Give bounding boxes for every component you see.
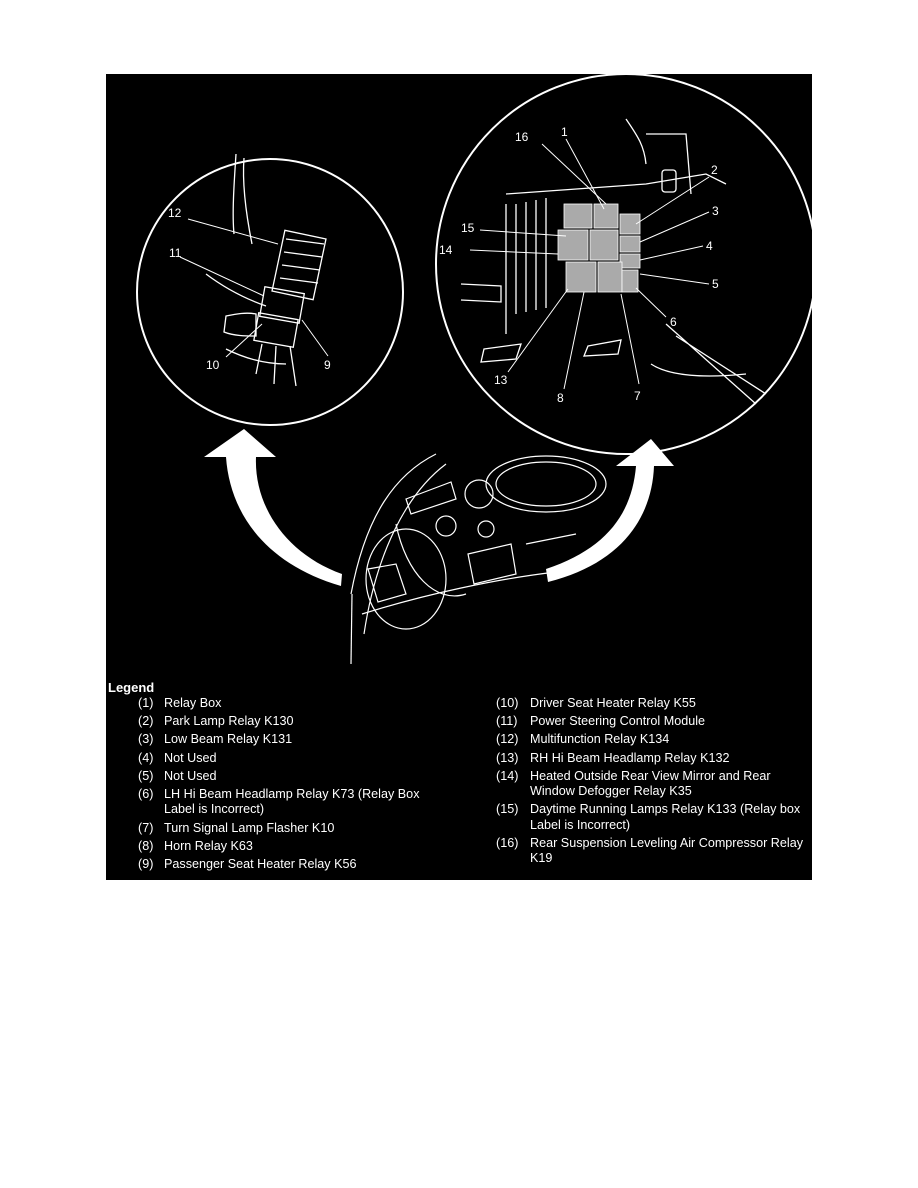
callout-15: 15 bbox=[461, 221, 475, 235]
callout-5: 5 bbox=[712, 277, 719, 291]
left-detail-view: 12 11 10 9 bbox=[136, 153, 404, 426]
callout-2: 2 bbox=[711, 163, 718, 177]
relay-location-figure: 12 11 10 9 bbox=[106, 74, 812, 880]
legend-item: (2) Park Lamp Relay K130 bbox=[138, 714, 438, 729]
legend: Legend (1) Relay Box (2) Park Lamp Relay K… bbox=[106, 680, 812, 880]
legend-item-text: RH Hi Beam Headlamp Relay K132 bbox=[530, 750, 730, 765]
legend-item: (12) Multifunction Relay K134 bbox=[496, 732, 808, 747]
legend-item-number: (10) bbox=[496, 696, 519, 710]
legend-item: (14) Heated Outside Rear View Mirror and … bbox=[496, 769, 808, 800]
legend-item-number: (2) bbox=[138, 714, 154, 729]
callout-1: 1 bbox=[561, 125, 568, 139]
legend-item-text: Relay Box bbox=[164, 696, 222, 710]
callout-4: 4 bbox=[706, 239, 713, 253]
legend-item: (11) Power Steering Control Module bbox=[496, 714, 808, 729]
legend-item-text: Multifunction Relay K134 bbox=[530, 732, 670, 747]
legend-item: (4) Not Used bbox=[138, 751, 438, 766]
legend-title: Legend bbox=[108, 680, 155, 695]
callout-8: 8 bbox=[557, 391, 564, 405]
relay-diagram: 12 11 10 9 bbox=[136, 74, 812, 664]
legend-item: (16) Rear Suspension Leveling Air Compres… bbox=[496, 836, 808, 867]
legend-item-number: (15) bbox=[496, 802, 519, 817]
legend-item-text: Horn Relay K63 bbox=[164, 838, 253, 853]
left-arrow bbox=[204, 429, 342, 586]
legend-item-text: Turn Signal Lamp Flasher K10 bbox=[164, 820, 335, 835]
legend-item-number: (8) bbox=[138, 838, 154, 853]
legend-item-number: (14) bbox=[496, 768, 519, 783]
legend-item-text: Park Lamp Relay K130 bbox=[164, 714, 294, 729]
legend-item-text: Not Used bbox=[164, 768, 217, 783]
legend-item-text: Daytime Running Lamps Relay K133 (Relay … bbox=[530, 802, 801, 832]
legend-item: (13) RH Hi Beam Headlamp Relay K132 bbox=[496, 751, 808, 766]
callout-16: 16 bbox=[515, 130, 529, 144]
legend-item: (10) Driver Seat Heater Relay K55 bbox=[496, 696, 808, 711]
callout-12: 12 bbox=[168, 206, 182, 220]
callout-10: 10 bbox=[206, 358, 220, 372]
legend-item-number: (1) bbox=[138, 696, 154, 710]
legend-item-text: Driver Seat Heater Relay K55 bbox=[530, 696, 696, 710]
callout-7: 7 bbox=[634, 389, 641, 403]
callout-13: 13 bbox=[494, 373, 508, 387]
legend-item-text: Rear Suspension Leveling Air Compressor … bbox=[530, 836, 803, 866]
legend-item-text: LH Hi Beam Headlamp Relay K73 (Relay Box… bbox=[164, 787, 420, 817]
callout-11: 11 bbox=[169, 246, 182, 260]
legend-item-number: (16) bbox=[496, 836, 519, 851]
legend-item-number: (6) bbox=[138, 787, 154, 802]
right-arrow bbox=[546, 439, 674, 582]
legend-item-text: Heated Outside Rear View Mirror and Rear… bbox=[530, 768, 771, 799]
legend-item-number: (9) bbox=[138, 857, 154, 872]
legend-item-text: Power Steering Control Module bbox=[530, 714, 706, 729]
legend-item: (15) Daytime Running Lamps Relay K133 (Re… bbox=[496, 802, 808, 833]
legend-item: (1) Relay Box bbox=[138, 696, 438, 711]
callout-6: 6 bbox=[670, 315, 677, 329]
legend-item-number: (4) bbox=[138, 750, 154, 765]
legend-column-left: (1) Relay Box (2) Park Lamp Relay K130 (3)… bbox=[138, 696, 438, 875]
legend-column-right: (10) Driver Seat Heater Relay K55 (11) Pow… bbox=[496, 696, 808, 870]
legend-item-number: (3) bbox=[138, 732, 154, 747]
legend-item-text: Passenger Seat Heater Relay K56 bbox=[164, 857, 357, 872]
legend-item-number: (13) bbox=[496, 750, 519, 765]
right-detail-view: 16 1 2 3 15 14 4 5 6 13 8 7 bbox=[435, 74, 812, 455]
dashboard-illustration bbox=[350, 453, 607, 664]
legend-item-number: (7) bbox=[138, 820, 154, 835]
legend-item: (5) Not Used bbox=[138, 769, 438, 784]
legend-item-number: (11) bbox=[496, 714, 518, 729]
legend-item-number: (5) bbox=[138, 768, 154, 783]
legend-item: (6) LH Hi Beam Headlamp Relay K73 (Relay … bbox=[138, 787, 438, 818]
legend-item-number: (12) bbox=[496, 732, 519, 747]
legend-item-text: Low Beam Relay K131 bbox=[164, 732, 293, 747]
legend-item-text: Not Used bbox=[164, 750, 217, 765]
callout-9: 9 bbox=[324, 358, 331, 372]
callout-14: 14 bbox=[439, 243, 453, 257]
legend-item: (7) Turn Signal Lamp Flasher K10 bbox=[138, 821, 438, 836]
callout-3: 3 bbox=[712, 204, 719, 218]
legend-item: (8) Horn Relay K63 bbox=[138, 839, 438, 854]
legend-item: (3) Low Beam Relay K131 bbox=[138, 732, 438, 747]
legend-item: (9) Passenger Seat Heater Relay K56 bbox=[138, 857, 438, 872]
